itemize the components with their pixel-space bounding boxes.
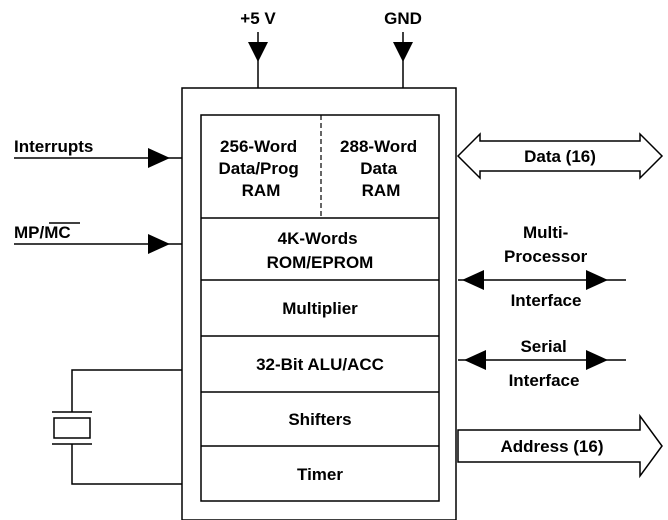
vcc-arrow-icon [248, 42, 268, 62]
serial-label: Serial Interface [509, 337, 580, 390]
data-bus-arrow-icon [456, 132, 664, 180]
internal-blocks: 256-Word Data/Prog RAM 288-Word Data RAM… [200, 114, 440, 502]
crystal-oscillator [52, 369, 182, 485]
crystal-icon [53, 417, 91, 439]
multiprocessor-label: Multi- Processor Interface [504, 223, 592, 310]
block-stack-outline [200, 114, 440, 502]
mpmc-input: MP/MC [14, 222, 182, 254]
gnd-arrow-icon [393, 42, 413, 62]
timer-block: Timer [297, 465, 343, 484]
gnd-pin: GND [384, 9, 422, 88]
vcc-label: +5 V [240, 9, 276, 28]
alu-block: 32-Bit ALU/ACC [256, 355, 384, 374]
chip-outline [181, 87, 457, 520]
multiproc-right-arrow-icon [586, 270, 608, 290]
multiproc-left-arrow-icon [462, 270, 484, 290]
serial-interface: Serial Interface [458, 337, 626, 390]
rom-block: 4K-Words ROM/EPROM [267, 229, 374, 272]
mpmc-label: MP/MC [14, 223, 71, 242]
interrupts-arrow-icon [148, 148, 170, 168]
address-bus-arrow-icon [457, 413, 663, 479]
ram2-block: 288-Word Data RAM [340, 137, 422, 200]
data-bus-label: Data (16) [524, 147, 596, 166]
multiplier-block: Multiplier [282, 299, 358, 318]
multiprocessor-interface: Multi- Processor Interface [458, 223, 626, 310]
interrupts-label: Interrupts [14, 137, 93, 156]
address-bus-label: Address (16) [501, 437, 604, 456]
data-bus: Data (16) [456, 132, 664, 180]
gnd-label: GND [384, 9, 422, 28]
interrupts-input: Interrupts [14, 137, 182, 168]
serial-right-arrow-icon [586, 350, 608, 370]
address-bus: Address (16) [457, 413, 663, 479]
vcc-pin: +5 V [240, 9, 276, 88]
ram1-block: 256-Word Data/Prog RAM [218, 137, 303, 200]
shifters-block: Shifters [288, 410, 351, 429]
serial-left-arrow-icon [464, 350, 486, 370]
mpmc-arrow-icon [148, 234, 170, 254]
